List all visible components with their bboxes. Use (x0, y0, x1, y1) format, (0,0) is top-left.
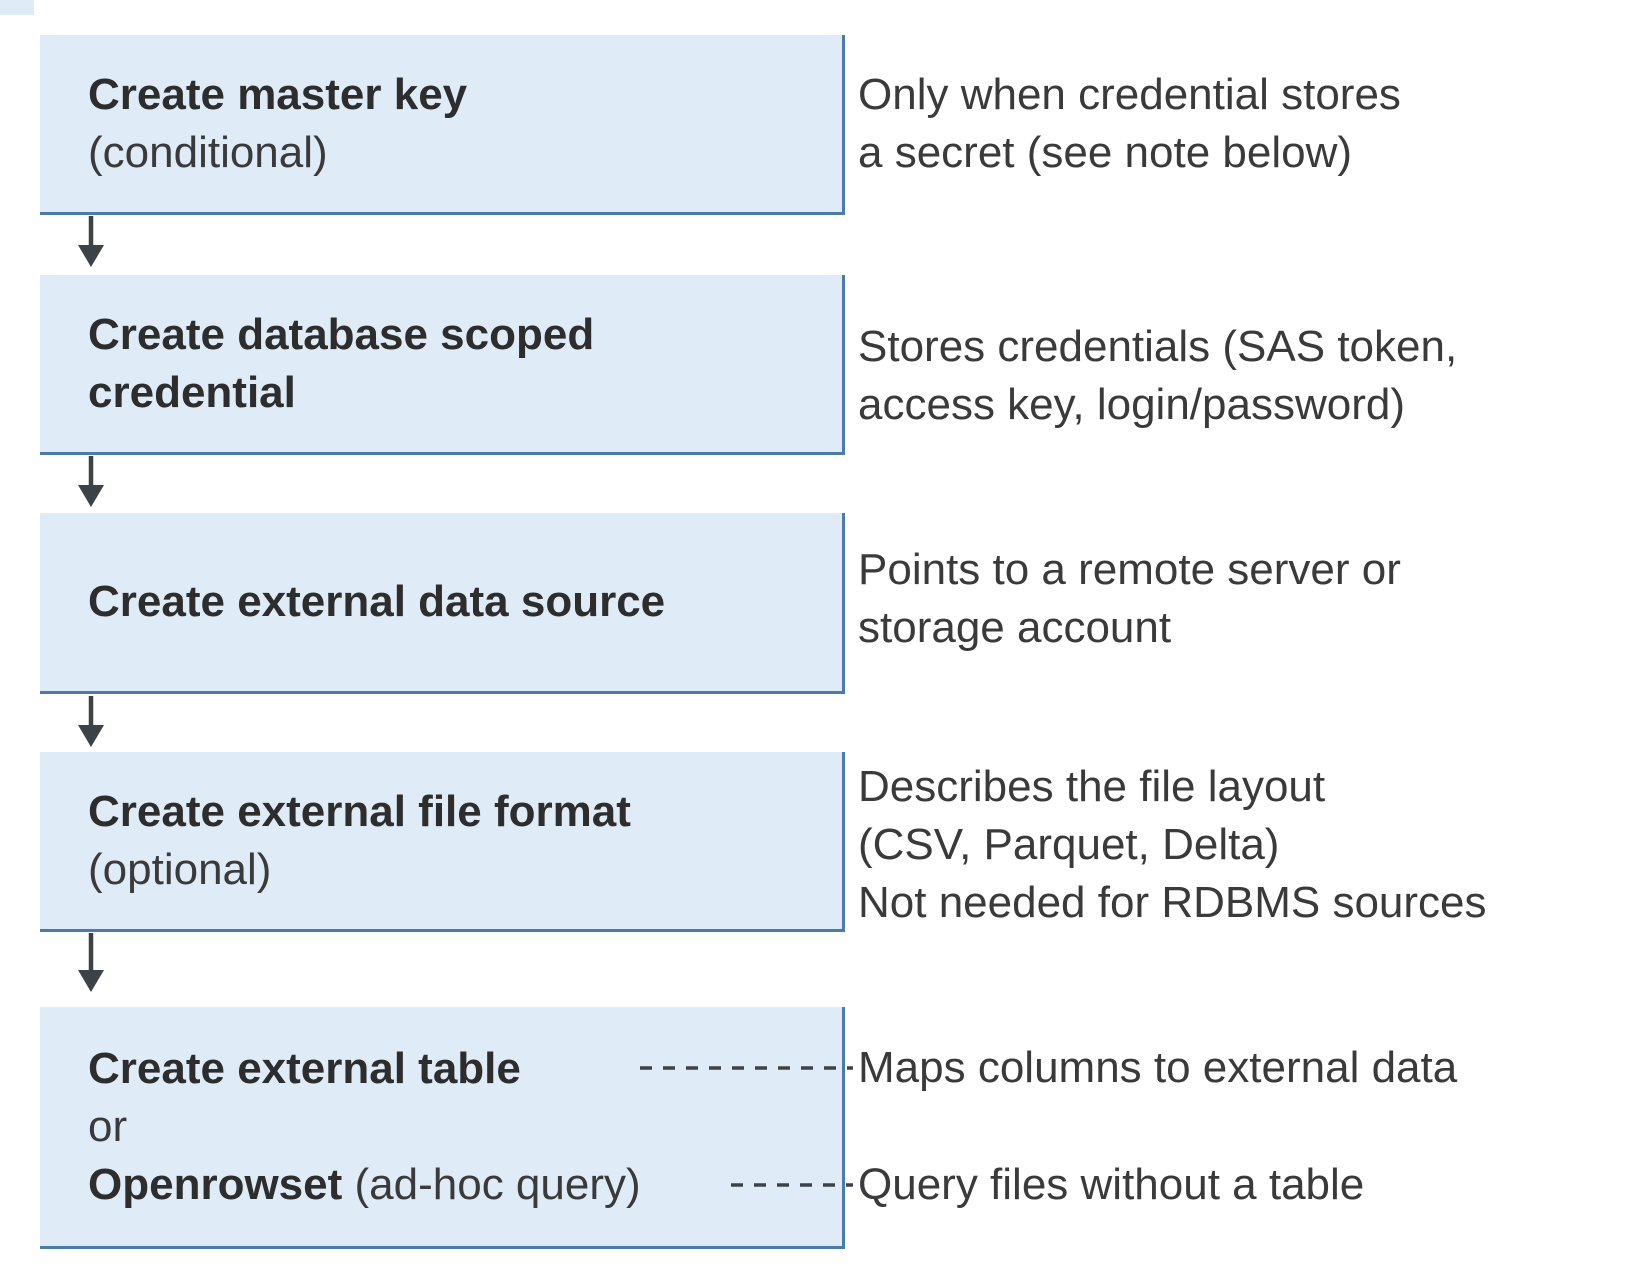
step-alt-line: Openrowset (ad-hoc query) (88, 1156, 802, 1214)
down-arrow-icon (78, 933, 104, 992)
down-arrow-icon (78, 696, 104, 747)
annotation-openrowset: Query files without a table (858, 1156, 1628, 1214)
annotation-line: Only when credential stores (858, 70, 1401, 119)
annotation-file-format: Describes the file layout (CSV, Parquet,… (858, 758, 1628, 932)
down-arrow-icon (78, 456, 104, 507)
step-title: Create external table (88, 1043, 521, 1093)
annotation-line: (CSV, Parquet, Delta) (858, 820, 1280, 869)
annotation-line: Describes the file layout (858, 762, 1326, 811)
annotation-line: Query files without a table (858, 1160, 1365, 1209)
step-box-create-master-key: Create master key (conditional) (40, 35, 845, 215)
step-alt-suffix: (ad-hoc query) (342, 1159, 641, 1209)
step-title: Create master key (88, 69, 468, 119)
step-box-create-database-scoped-credential: Create database scoped credential (40, 275, 845, 455)
step-box-create-external-data-source: Create external data source (40, 513, 845, 694)
annotation-line: Maps columns to external data (858, 1043, 1458, 1092)
annotation-line: Not needed for RDBMS sources (858, 878, 1487, 927)
step-subtitle: (optional) (88, 844, 272, 894)
step-title: Create external data source (88, 577, 666, 626)
step-subtitle: (conditional) (88, 127, 328, 177)
annotation-line: storage account (858, 603, 1172, 652)
step-title: Create database scoped credential (88, 309, 595, 417)
step-alt-title: Openrowset (88, 1159, 343, 1209)
step-box-create-external-table-or-openrowset: Create external table or Openrowset (ad-… (40, 1007, 845, 1249)
annotation-data-source: Points to a remote server or storage acc… (858, 541, 1628, 657)
annotation-master-key: Only when credential stores a secret (se… (858, 66, 1628, 182)
annotation-credential: Stores credentials (SAS token, access ke… (858, 318, 1628, 434)
annotation-external-table: Maps columns to external data (858, 1039, 1628, 1097)
step-title: Create external file format (88, 786, 631, 836)
annotation-line: access key, login/password) (858, 380, 1405, 429)
step-box-create-external-file-format: Create external file format (optional) (40, 752, 845, 932)
down-arrow-icon (78, 216, 104, 267)
cropped-shape-fragment (0, 0, 34, 15)
annotation-line: Stores credentials (SAS token, (858, 322, 1458, 371)
annotation-line: Points to a remote server or (858, 545, 1401, 594)
step-or-word: or (88, 1101, 128, 1151)
annotation-line: a secret (see note below) (858, 128, 1353, 177)
